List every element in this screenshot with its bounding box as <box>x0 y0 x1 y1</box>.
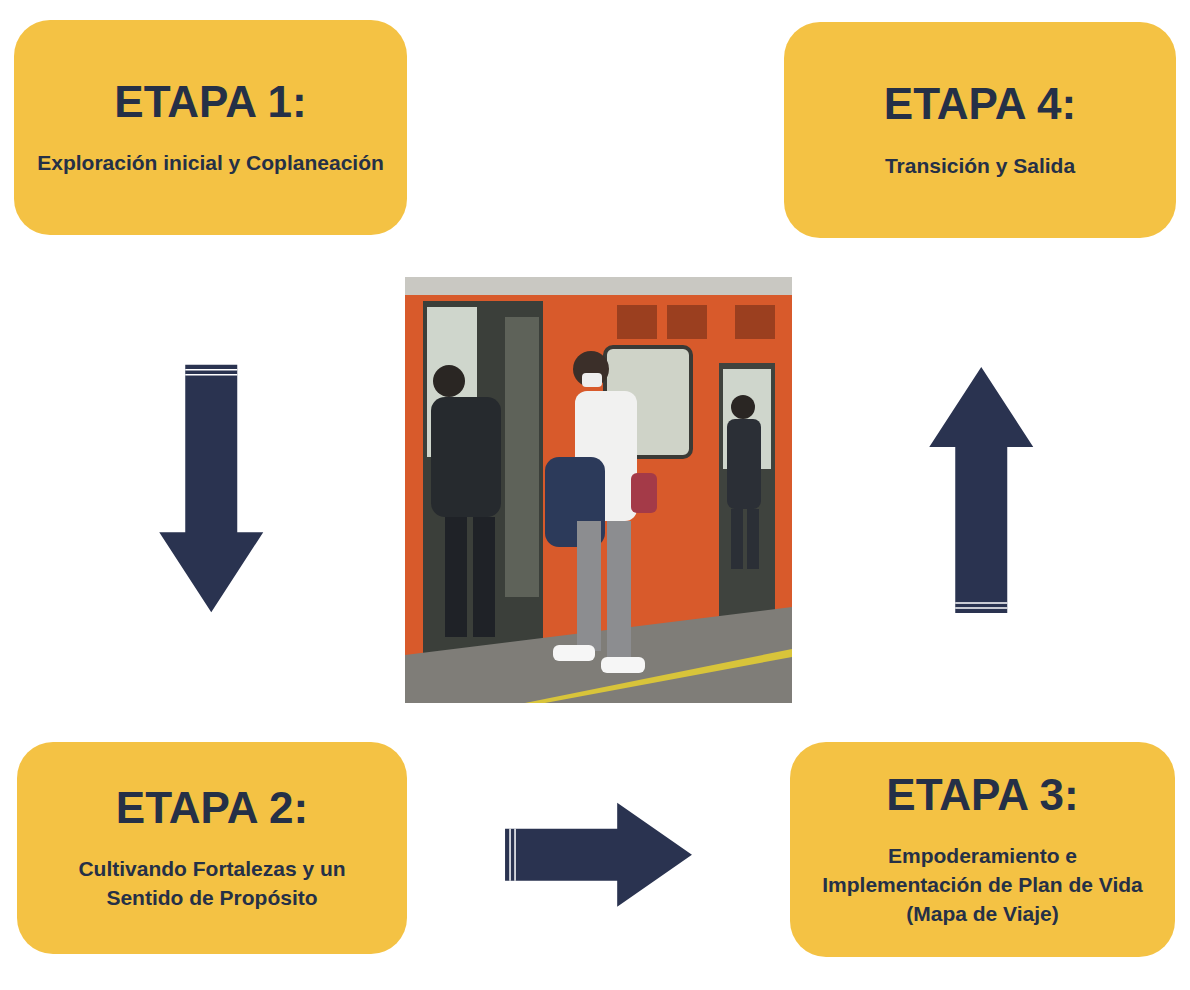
metro-photo <box>405 277 792 703</box>
arrow-tail-stripe <box>185 374 237 376</box>
vent <box>667 305 707 339</box>
block-arrow <box>505 803 692 907</box>
stage-description: Exploración inicial y Coplaneación <box>37 149 384 178</box>
face-mask <box>582 373 602 387</box>
stage-box: ETAPA 1: Exploración inicial y Coplaneaci… <box>14 20 407 235</box>
roof-vents <box>617 305 775 339</box>
arrow-tail-stripe <box>514 829 516 881</box>
stage-box: ETAPA 3: Empoderamiento e Implementación … <box>790 742 1175 957</box>
arrow-tail-stripe <box>509 829 511 881</box>
station-wall <box>405 277 792 703</box>
vent <box>735 305 775 339</box>
leg <box>731 509 743 569</box>
stage-description: Transición y Salida <box>885 152 1075 181</box>
stage-description: Empoderamiento e Implementación de Plan … <box>812 842 1153 929</box>
backpack-body <box>431 397 501 517</box>
stage-heading: ETAPA 1: <box>114 77 306 128</box>
leg <box>607 521 631 661</box>
leg <box>577 521 601 651</box>
stage-heading: ETAPA 3: <box>886 770 1078 821</box>
left-door-opening <box>423 301 543 671</box>
arrow-tail-stripe <box>185 369 237 371</box>
block-arrow-group <box>929 367 1033 613</box>
right-door-opening <box>719 363 775 631</box>
stage-box: ETAPA 4: Transición y Salida <box>784 22 1176 238</box>
passenger-center <box>545 351 657 673</box>
passenger-right <box>727 395 761 569</box>
body <box>727 419 761 509</box>
block-arrow-group <box>505 803 692 907</box>
stage-heading: ETAPA 2: <box>116 783 308 834</box>
arrow-tail-stripe <box>955 602 1007 604</box>
head <box>573 351 609 387</box>
vent <box>617 305 657 339</box>
passenger-left <box>431 365 501 637</box>
shoe <box>601 657 645 673</box>
block-arrow <box>929 367 1033 613</box>
head <box>433 365 465 397</box>
door-panel <box>505 317 539 597</box>
stage-description: Cultivando Fortalezas y un Sentido de Pr… <box>39 855 385 913</box>
block-arrow-group <box>159 365 263 612</box>
stage-box: ETAPA 2: Cultivando Fortalezas y un Senti… <box>17 742 407 954</box>
bag <box>631 473 657 513</box>
stage-heading: ETAPA 4: <box>884 79 1076 130</box>
block-arrow <box>159 365 263 612</box>
arrow-tail-stripe <box>955 607 1007 609</box>
leg <box>473 517 495 637</box>
head <box>731 395 755 419</box>
leg <box>747 509 759 569</box>
shoe <box>553 645 595 661</box>
leg <box>445 517 467 637</box>
train-body <box>405 295 792 655</box>
